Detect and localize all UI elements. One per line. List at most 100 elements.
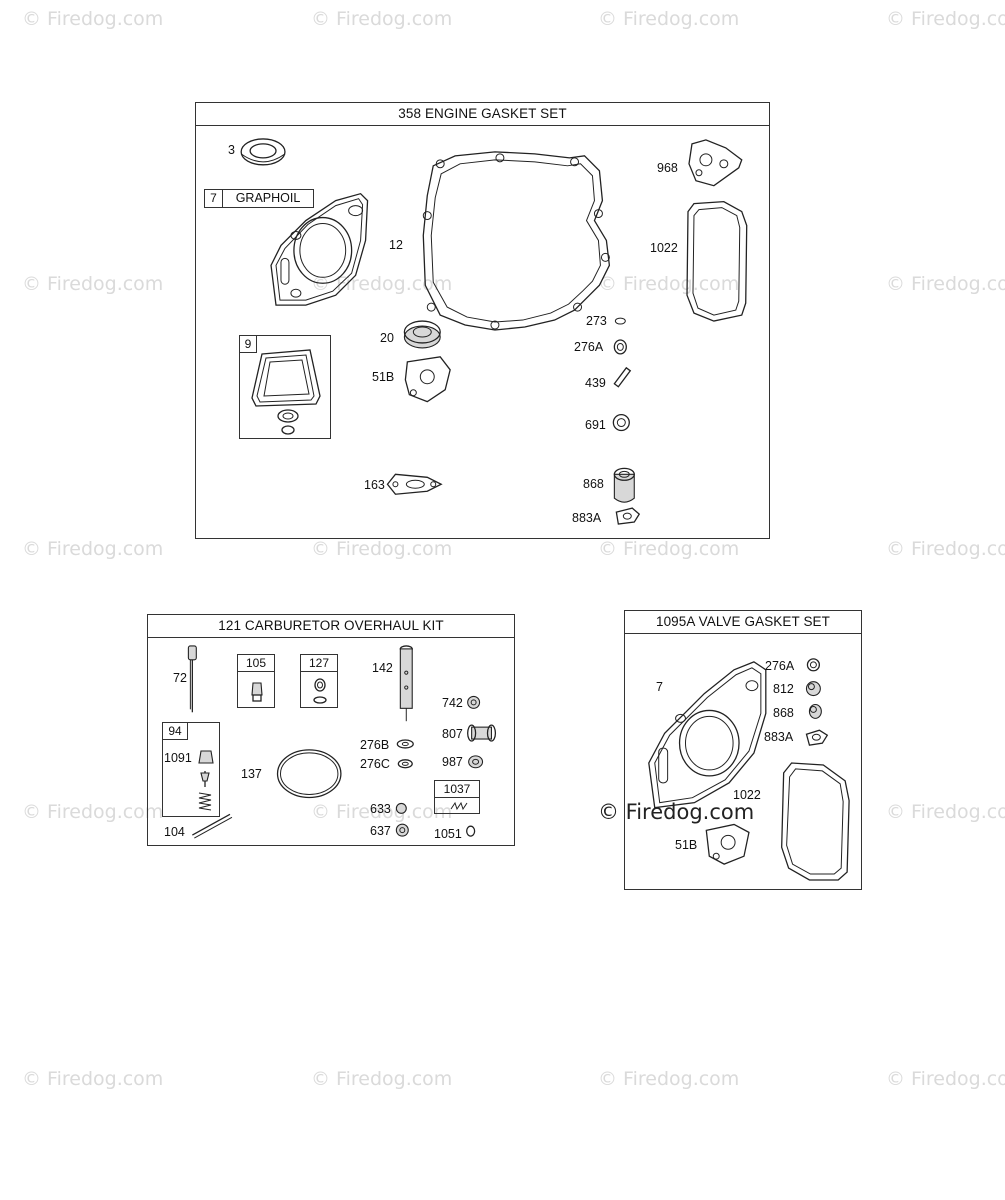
watermark: © Firedog.com (311, 8, 453, 30)
seal-ring-part (240, 138, 286, 166)
engine-gasket-illustration (240, 138, 748, 525)
clip-part (466, 825, 476, 837)
part-label: 51B (372, 370, 395, 384)
watermark: © Firedog.com (886, 273, 1005, 295)
graphoil-label-box: GRAPHOIL (222, 189, 314, 208)
panel-body: 72 104 137 142 276B 276C 633 637 742 807… (148, 638, 514, 845)
part-label: 742 (442, 696, 463, 710)
watermark: © Firedog.com (22, 273, 164, 295)
part-9-subkit-box: 9 (239, 335, 331, 439)
part-label: 691 (585, 418, 606, 432)
subkit-number: 94 (162, 722, 188, 740)
subkit-number: 1037 (434, 780, 480, 798)
needle-part (187, 645, 197, 713)
watermark: © Firedog.com (22, 8, 164, 30)
bushing-part (395, 802, 407, 814)
fitting-part (395, 823, 409, 837)
watermark: © Firedog.com (22, 538, 164, 560)
part-label: 276A (765, 659, 795, 673)
part-label: 104 (164, 825, 185, 839)
carburetor-overhaul-kit-panel: 121 CARBURETOR OVERHAUL KIT (147, 614, 515, 846)
carburetor-kit-illustration (187, 645, 497, 839)
panel-title: 358 ENGINE GASKET SET (196, 103, 769, 126)
seal-illustration (313, 678, 327, 704)
part-label: 20 (380, 331, 394, 345)
part-label: 807 (442, 727, 463, 741)
jet-illustration (251, 682, 263, 702)
part-label: 1051 (434, 827, 462, 841)
washer-part (806, 658, 820, 672)
panel-title: 121 CARBURETOR OVERHAUL KIT (148, 615, 514, 638)
cover-gasket-part (404, 356, 451, 403)
part-label: 273 (586, 314, 607, 328)
part-label: 987 (442, 755, 463, 769)
part-label: 276C (360, 757, 390, 771)
part-label: 868 (773, 706, 794, 720)
part-label: 1022 (650, 241, 678, 255)
part-label: 51B (675, 838, 698, 852)
rod-part (192, 813, 233, 839)
part-label: 3 (228, 143, 235, 157)
o-ring-part (276, 749, 342, 799)
float-bowl-plug-part (467, 724, 497, 742)
part-105-subkit-box: 105 (237, 654, 275, 708)
watermark-overlay: © Firedog.com (598, 800, 755, 824)
part-label: 812 (773, 682, 794, 696)
watermark: © Firedog.com (598, 538, 740, 560)
part-label: 276B (360, 738, 390, 752)
rocker-cover-gasket-part (781, 762, 850, 881)
engine-gasket-set-panel: 358 ENGINE GASKET SET (195, 102, 770, 539)
watermark: © Firedog.com (598, 8, 740, 30)
emulsion-tube-part (399, 645, 413, 722)
part-1037-subkit-box: 1037 (434, 780, 480, 814)
subkit-number: 9 (239, 335, 257, 353)
watermark: © Firedog.com (886, 801, 1005, 823)
part-94-subkit-box: 94 1091 (162, 722, 220, 817)
watermark: © Firedog.com (311, 538, 453, 560)
washer-part (397, 759, 413, 769)
valve-part (467, 695, 481, 709)
panel-body: 3 7 GRAPHOIL 12 20 51B 163 968 1022 273 … (196, 126, 769, 538)
part-label: 7 (656, 680, 663, 694)
rocker-cover-gasket-part (686, 200, 748, 322)
part-label: 439 (585, 376, 606, 390)
part-label: 72 (173, 671, 187, 685)
spring-illustration (450, 801, 468, 811)
washer-part (614, 317, 626, 325)
crankcase-gasket-part (422, 151, 611, 331)
part-label: 12 (389, 238, 403, 252)
washer-part (613, 339, 627, 355)
part-label: 637 (370, 824, 391, 838)
watermark: © Firedog.com (22, 801, 164, 823)
part-label: 1022 (733, 788, 761, 802)
bushing-part (612, 413, 630, 432)
valve-cap-part (805, 681, 821, 697)
panel-title: 1095A VALVE GASKET SET (625, 611, 861, 634)
part-127-subkit-box: 127 (300, 654, 338, 708)
spacer-part (468, 755, 484, 769)
watermark: © Firedog.com (886, 538, 1005, 560)
oil-seal-part (403, 320, 441, 349)
graphoil-number-box: 7 (204, 189, 223, 208)
valve-seal-part (613, 467, 635, 503)
valve-gasket-set-panel: 1095A VALVE GASKET SET (624, 610, 862, 890)
small-gasket-part (805, 729, 829, 746)
valve-gasket-illustration (648, 658, 850, 881)
pin-part (613, 366, 632, 388)
cover-gasket-part (705, 823, 750, 865)
small-gasket-part (615, 507, 641, 525)
watermark: © Firedog.com (886, 8, 1005, 30)
screw-spring-illustration (198, 750, 214, 811)
part-label: 633 (370, 802, 391, 816)
exhaust-gasket-part (386, 473, 443, 495)
subkit-number: 127 (300, 654, 338, 672)
part-label: 868 (583, 477, 604, 491)
part-label: 883A (572, 511, 602, 525)
panel-body: 7 276A 812 868 883A 1022 51B (625, 634, 861, 889)
part-label: 142 (372, 661, 393, 675)
part-label: 883A (764, 730, 794, 744)
head-gasket-part (270, 192, 369, 306)
part-label: 137 (241, 767, 262, 781)
plate-gasket-part (688, 139, 743, 187)
watermark: © Firedog.com (886, 1068, 1005, 1090)
